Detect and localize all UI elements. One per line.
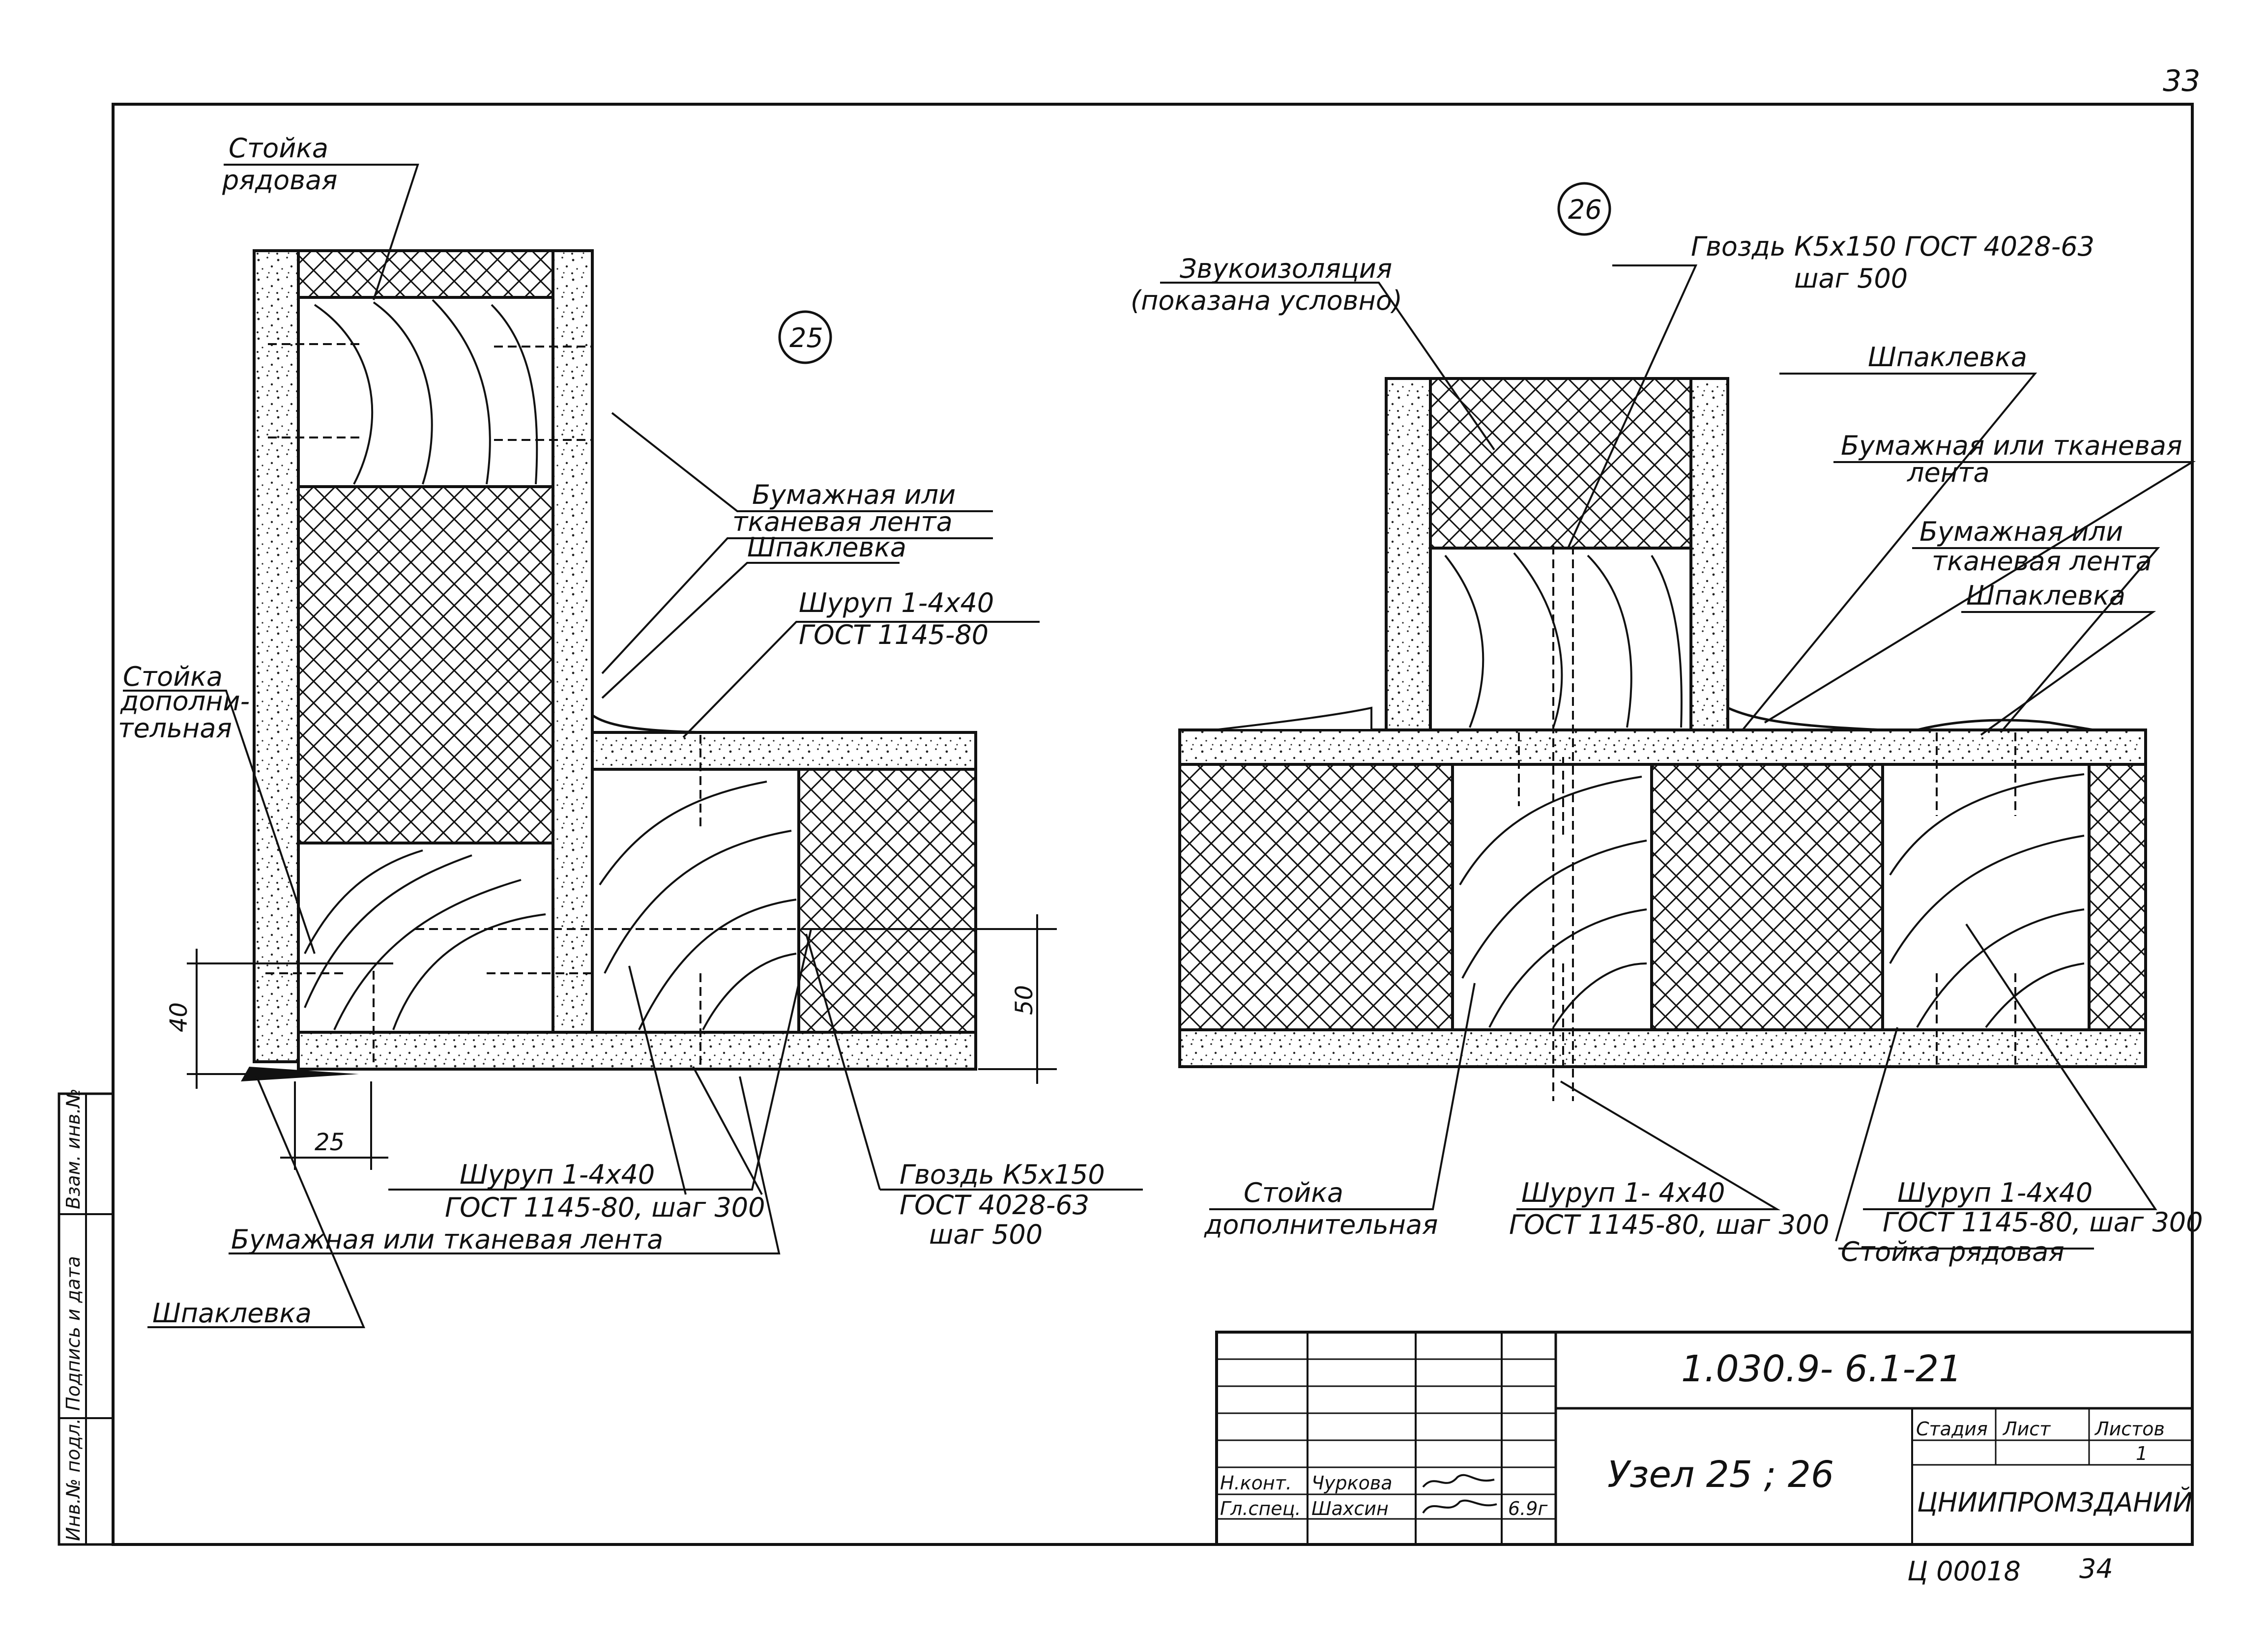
n26-stoika-dop-l1: Стойка [1244, 1177, 1343, 1208]
n25-shpaklevka-top: Шпаклевка [747, 532, 906, 563]
drawing-frame [112, 103, 2194, 1546]
n25-gvozd-l2: ГОСТ 4028-63 [900, 1190, 1089, 1221]
n26-shurup-mid-l1: Шуруп 1- 4x40 [1521, 1177, 1725, 1208]
node-26-marker-circle [1557, 182, 1611, 236]
signature-2 [1422, 1499, 1497, 1514]
bottom-code-right: 34 [2079, 1553, 2113, 1584]
n26-stoika-dop-l2: дополнительная [1204, 1209, 1438, 1240]
header-stage: Стадия [1916, 1418, 1988, 1440]
n25-shurup-top-l1: Шуруп 1-4x40 [799, 587, 994, 618]
n25-stoika-dop-l1: Стойка [123, 661, 223, 692]
stamp-signature-cell: Подпись и дата [62, 1256, 84, 1411]
drawing-code: 1.030.9- 6.1-21 [1681, 1348, 1962, 1390]
n26-lenta-b-l1: Бумажная или [1919, 516, 2123, 547]
n25-stoika-ryadovaya-l2: рядовая [222, 165, 338, 196]
n26-lenta-b-l2: тканевая лента [1932, 546, 2152, 577]
bottom-code-left: Ц 00018 [1907, 1556, 2021, 1587]
n25-shurup-bottom-l2: ГОСТ 1145-80, шаг 300 [445, 1192, 765, 1223]
n25-shurup-top-l2: ГОСТ 1145-80 [799, 619, 989, 650]
n25-stoika-dop-l2: дополни- [120, 686, 250, 717]
page-number: 33 [2163, 64, 2200, 98]
n25-gvozd-l3: шаг 500 [929, 1219, 1043, 1250]
node-26-marker: 26 [1568, 194, 1602, 225]
n26-lenta-a-l1: Бумажная или тканевая [1841, 430, 2182, 461]
n25-shpaklevka-bottom: Шпаклевка [152, 1298, 312, 1329]
signature-1 [1422, 1474, 1495, 1488]
stoika-ryadovaya-25 [297, 296, 554, 488]
dim-40: 40 [165, 1002, 193, 1032]
side-stamp: Инв.№ подл. Подпись и дата Взам. инв.№ [58, 1088, 115, 1546]
n26-lenta-a-l2: лента [1907, 457, 1990, 488]
dim-25: 25 [315, 1129, 345, 1156]
n25-lenta-l1: Бумажная или [752, 479, 956, 510]
n26-zvuk-l2: (показана условно) [1131, 285, 1402, 316]
row-name-2: Шахсин [1311, 1498, 1389, 1519]
n26-zvuk-l1: Звукоизоляция [1180, 253, 1392, 284]
sheets-value: 1 [2136, 1443, 2148, 1464]
row-role-2: Гл.спец. [1220, 1498, 1301, 1519]
n26-stoika-ryad: Стойка рядовая [1841, 1236, 2064, 1267]
header-sheets: Листов [2094, 1418, 2165, 1440]
n25-lenta-bottom: Бумажная или тканевая лента [231, 1224, 663, 1255]
n26-shurup-right-l2: ГОСТ 1145-80, шаг 300 [1883, 1207, 2203, 1238]
organization: ЦНИИПРОМЗДАНИЙ [1917, 1487, 2193, 1518]
n25-shurup-bottom-l1: Шуруп 1-4x40 [460, 1159, 655, 1190]
n25-lenta-l2: тканевая лента [732, 506, 953, 537]
header-sheet: Лист [2002, 1418, 2051, 1440]
n25-stoika-dop-l3: тельная [118, 713, 232, 744]
stoika-dopolnitelnaya-25 [297, 842, 554, 1034]
n26-gvozd-l1: Гвоздь К5x150 ГОСТ 4028-63 [1691, 231, 2094, 262]
node-25-marker-circle [778, 310, 832, 364]
stamp-replace-cell: Взам. инв.№ [62, 1088, 84, 1209]
n26-shurup-mid-l2: ГОСТ 1145-80, шаг 300 [1509, 1209, 1830, 1240]
title-block [1215, 1331, 2194, 1546]
node-25-marker: 25 [789, 322, 823, 353]
node-26: 26 Звукоизоляция (показана условно) Гвоз… [1131, 182, 2203, 1267]
drawing-title: Узел 25 ; 26 [1607, 1454, 1834, 1496]
n25-gvozd-l1: Гвоздь К5x150 [900, 1159, 1105, 1190]
n26-shpaklevka-2: Шпаклевка [1966, 580, 2125, 611]
row-date: 6.9г [1508, 1498, 1548, 1519]
row-name-1: Чуркова [1311, 1472, 1393, 1494]
node-25: 40 50 25 25 Стойка рядовая Бумажная или … [118, 133, 1143, 1329]
stamp-inv-cell: Инв.№ подл. [62, 1418, 84, 1541]
n26-shurup-right-l1: Шуруп 1-4x40 [1897, 1177, 2093, 1208]
n25-stoika-ryadovaya-l1: Стойка [229, 133, 328, 164]
row-role-1: Н.конт. [1220, 1472, 1292, 1494]
n26-gvozd-l2: шаг 500 [1794, 263, 1908, 294]
dim-50: 50 [1011, 985, 1038, 1015]
n26-shpaklevka-1: Шпаклевка [1868, 342, 2027, 373]
